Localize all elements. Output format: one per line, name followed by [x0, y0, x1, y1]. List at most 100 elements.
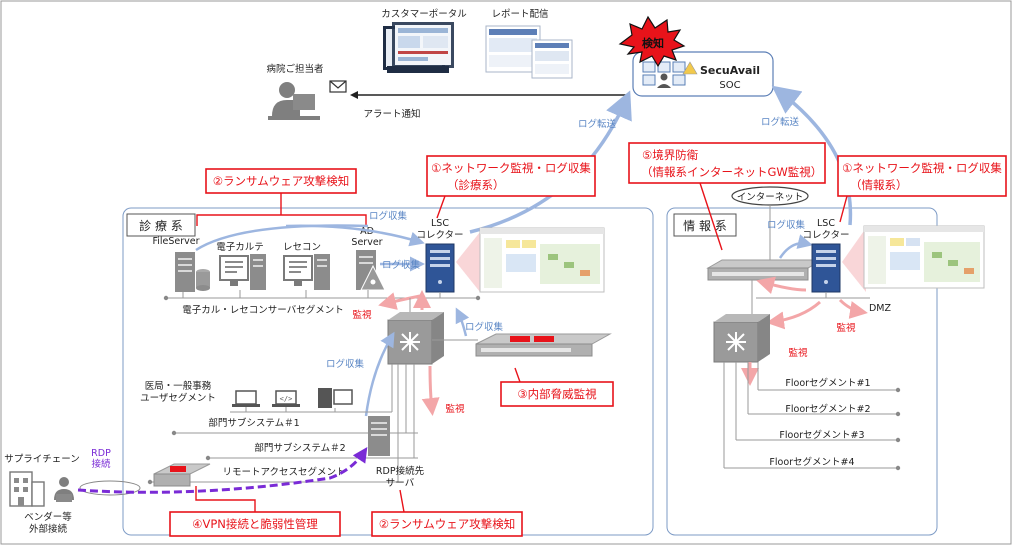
user-segment-label-1: 医局・一般事務 — [145, 380, 212, 392]
network-info-pointer — [839, 195, 848, 223]
ransomware-top-pointer — [196, 193, 367, 226]
remote-segment-label: リモートアクセスセグメント — [222, 466, 345, 478]
info-zone — [666, 207, 938, 536]
emr-terminal-icon — [219, 254, 266, 290]
lsc-medical-label-1: LSC — [431, 218, 449, 229]
customer-portal-label: カスタマーポータル — [381, 9, 467, 20]
callout-border-defense — [628, 142, 826, 184]
medical-zone-title: 診 療 系 — [139, 218, 183, 233]
monitor-arrow-info-switch — [766, 300, 821, 330]
vendor-person-icon — [54, 477, 74, 502]
report-screens-icon — [485, 25, 573, 79]
customer-portal-screens-icon — [383, 22, 454, 73]
fileserver-label: FileServer — [152, 236, 199, 247]
info-zone-label-box — [673, 213, 737, 237]
medical-zone-label-box — [126, 213, 196, 237]
staff-person-icon — [268, 82, 320, 120]
ransomware-bottom-pointer — [399, 489, 405, 513]
log-collect-label-1: ログ収集 — [369, 210, 408, 222]
callout-ransomware-top-text: ②ランサムウェア攻撃検知 — [213, 174, 350, 188]
lsc-collector-info-icon — [811, 243, 841, 293]
user-segment-label-2: ユーザセグメント — [140, 392, 216, 404]
lsc-info-label-1: LSC — [817, 218, 835, 229]
lsc-info-view-cone — [842, 228, 866, 292]
rdp-server-icon — [368, 416, 390, 456]
mail-icon — [329, 80, 347, 93]
floor-segment-2-label: Floorセグメント#2 — [785, 403, 870, 415]
rdp-label-2: 接続 — [91, 458, 111, 470]
callout-border-defense-text-2: （情報系インターネットGW監視） — [641, 165, 822, 179]
floor-segment-1-label: Floorセグメント#1 — [785, 377, 870, 389]
log-transfer-arrow-right — [771, 85, 853, 226]
soc-name: SecuAvail — [700, 64, 760, 77]
callout-border-defense-text-1: ⑤境界防衛 — [642, 148, 699, 162]
network-medical-pointer — [436, 195, 446, 219]
callout-ransomware-bottom — [371, 511, 523, 537]
core-switch-info-icon — [713, 314, 770, 363]
lsc-collector-medical-icon — [425, 243, 455, 293]
floor-segment-4-label: Floorセグメント#4 — [769, 456, 854, 468]
user-laptop-icon — [232, 390, 260, 407]
alert-notice-label: アラート通知 — [363, 108, 420, 120]
rdp-label-1: RDP — [91, 448, 111, 459]
lsc-medical-label-2: コレクター — [416, 230, 463, 241]
ad-label-2: Server — [351, 237, 382, 248]
user-desktop-icon — [318, 388, 353, 408]
floor-segment-3-label: Floorセグメント#3 — [779, 429, 864, 441]
monitor-arrow-switch-down — [421, 365, 440, 416]
log-collect-label-3: ログ収集 — [465, 321, 504, 333]
log-collect-label-2: ログ収集 — [382, 259, 421, 271]
log-collect-arrow-info — [778, 234, 813, 259]
monitor-arrow-firewall — [756, 276, 807, 294]
server-segment-label: 電子カル・レセコンサーバセグメント — [182, 304, 343, 316]
callout-vpn-text: ④VPN接続と脆弱性管理 — [192, 517, 318, 531]
monitor-arrow-dmz — [838, 298, 868, 319]
monitor-label-2: 監視 — [445, 403, 465, 415]
vpn-pointer — [195, 486, 256, 512]
dmz-label: DMZ — [869, 303, 892, 314]
svg-text:</>: </> — [280, 395, 293, 403]
dept-subsystem-2-label: 部門サブシステム＃2 — [254, 442, 345, 454]
detect-label: 検知 — [642, 36, 664, 50]
monitor-label-info-2: 監視 — [788, 347, 808, 359]
receipt-terminal-icon — [283, 254, 330, 290]
callout-network-info — [837, 155, 1007, 197]
soc-sub: SOC — [719, 80, 740, 91]
supply-chain-label: サプライチェーン — [4, 454, 80, 465]
monitor-arrow-server-seg — [378, 292, 421, 310]
internet-label: インターネット — [737, 192, 804, 203]
vendor-label-1: ベンダー等 — [24, 511, 72, 523]
vpn-tunnel-ring — [79, 480, 141, 496]
info-zone-title: 情 報 系 — [683, 219, 727, 233]
emr-label: 電子カルテ — [216, 242, 264, 253]
log-collect-line-fileserver — [195, 224, 369, 252]
log-transfer-label-right: ログ転送 — [761, 116, 800, 128]
border-defense-pointer — [699, 182, 723, 251]
lsc-medical-view-cone — [456, 232, 480, 292]
callout-network-info-text-1: ①ネットワーク監視・ログ収集 — [842, 161, 1002, 175]
fileserver-icon — [175, 252, 210, 292]
rdp-server-label-2: サーバ — [386, 478, 415, 489]
core-switch-medical-icon — [387, 312, 444, 365]
rdp-connection-arrow — [77, 447, 368, 494]
soc-monitor-icon — [642, 61, 698, 88]
callout-network-medical — [426, 155, 596, 197]
border-firewall-icon — [706, 259, 824, 281]
callout-network-medical-text-1: ①ネットワーク監視・ログ収集 — [431, 161, 591, 175]
detect-burst-icon — [618, 15, 686, 68]
log-collect-label-info: ログ収集 — [767, 219, 806, 231]
internal-threat-appliance-icon — [475, 333, 612, 357]
ad-server-icon — [356, 250, 386, 291]
callout-network-medical-text-2: （診療系） — [447, 178, 505, 192]
callout-ransomware-bottom-text: ②ランサムウェア攻撃検知 — [379, 517, 516, 531]
callout-internal-threat-text: ③内部脅威監視 — [517, 387, 597, 401]
monitor-label-1: 監視 — [352, 309, 372, 321]
log-collect-label-4: ログ収集 — [326, 358, 365, 370]
hospital-staff-label: 病院ご担当者 — [266, 63, 323, 75]
log-transfer-label-left: ログ転送 — [578, 118, 617, 130]
callout-network-info-text-2: （情報系） — [850, 178, 908, 192]
report-delivery-label: レポート配信 — [491, 8, 548, 20]
